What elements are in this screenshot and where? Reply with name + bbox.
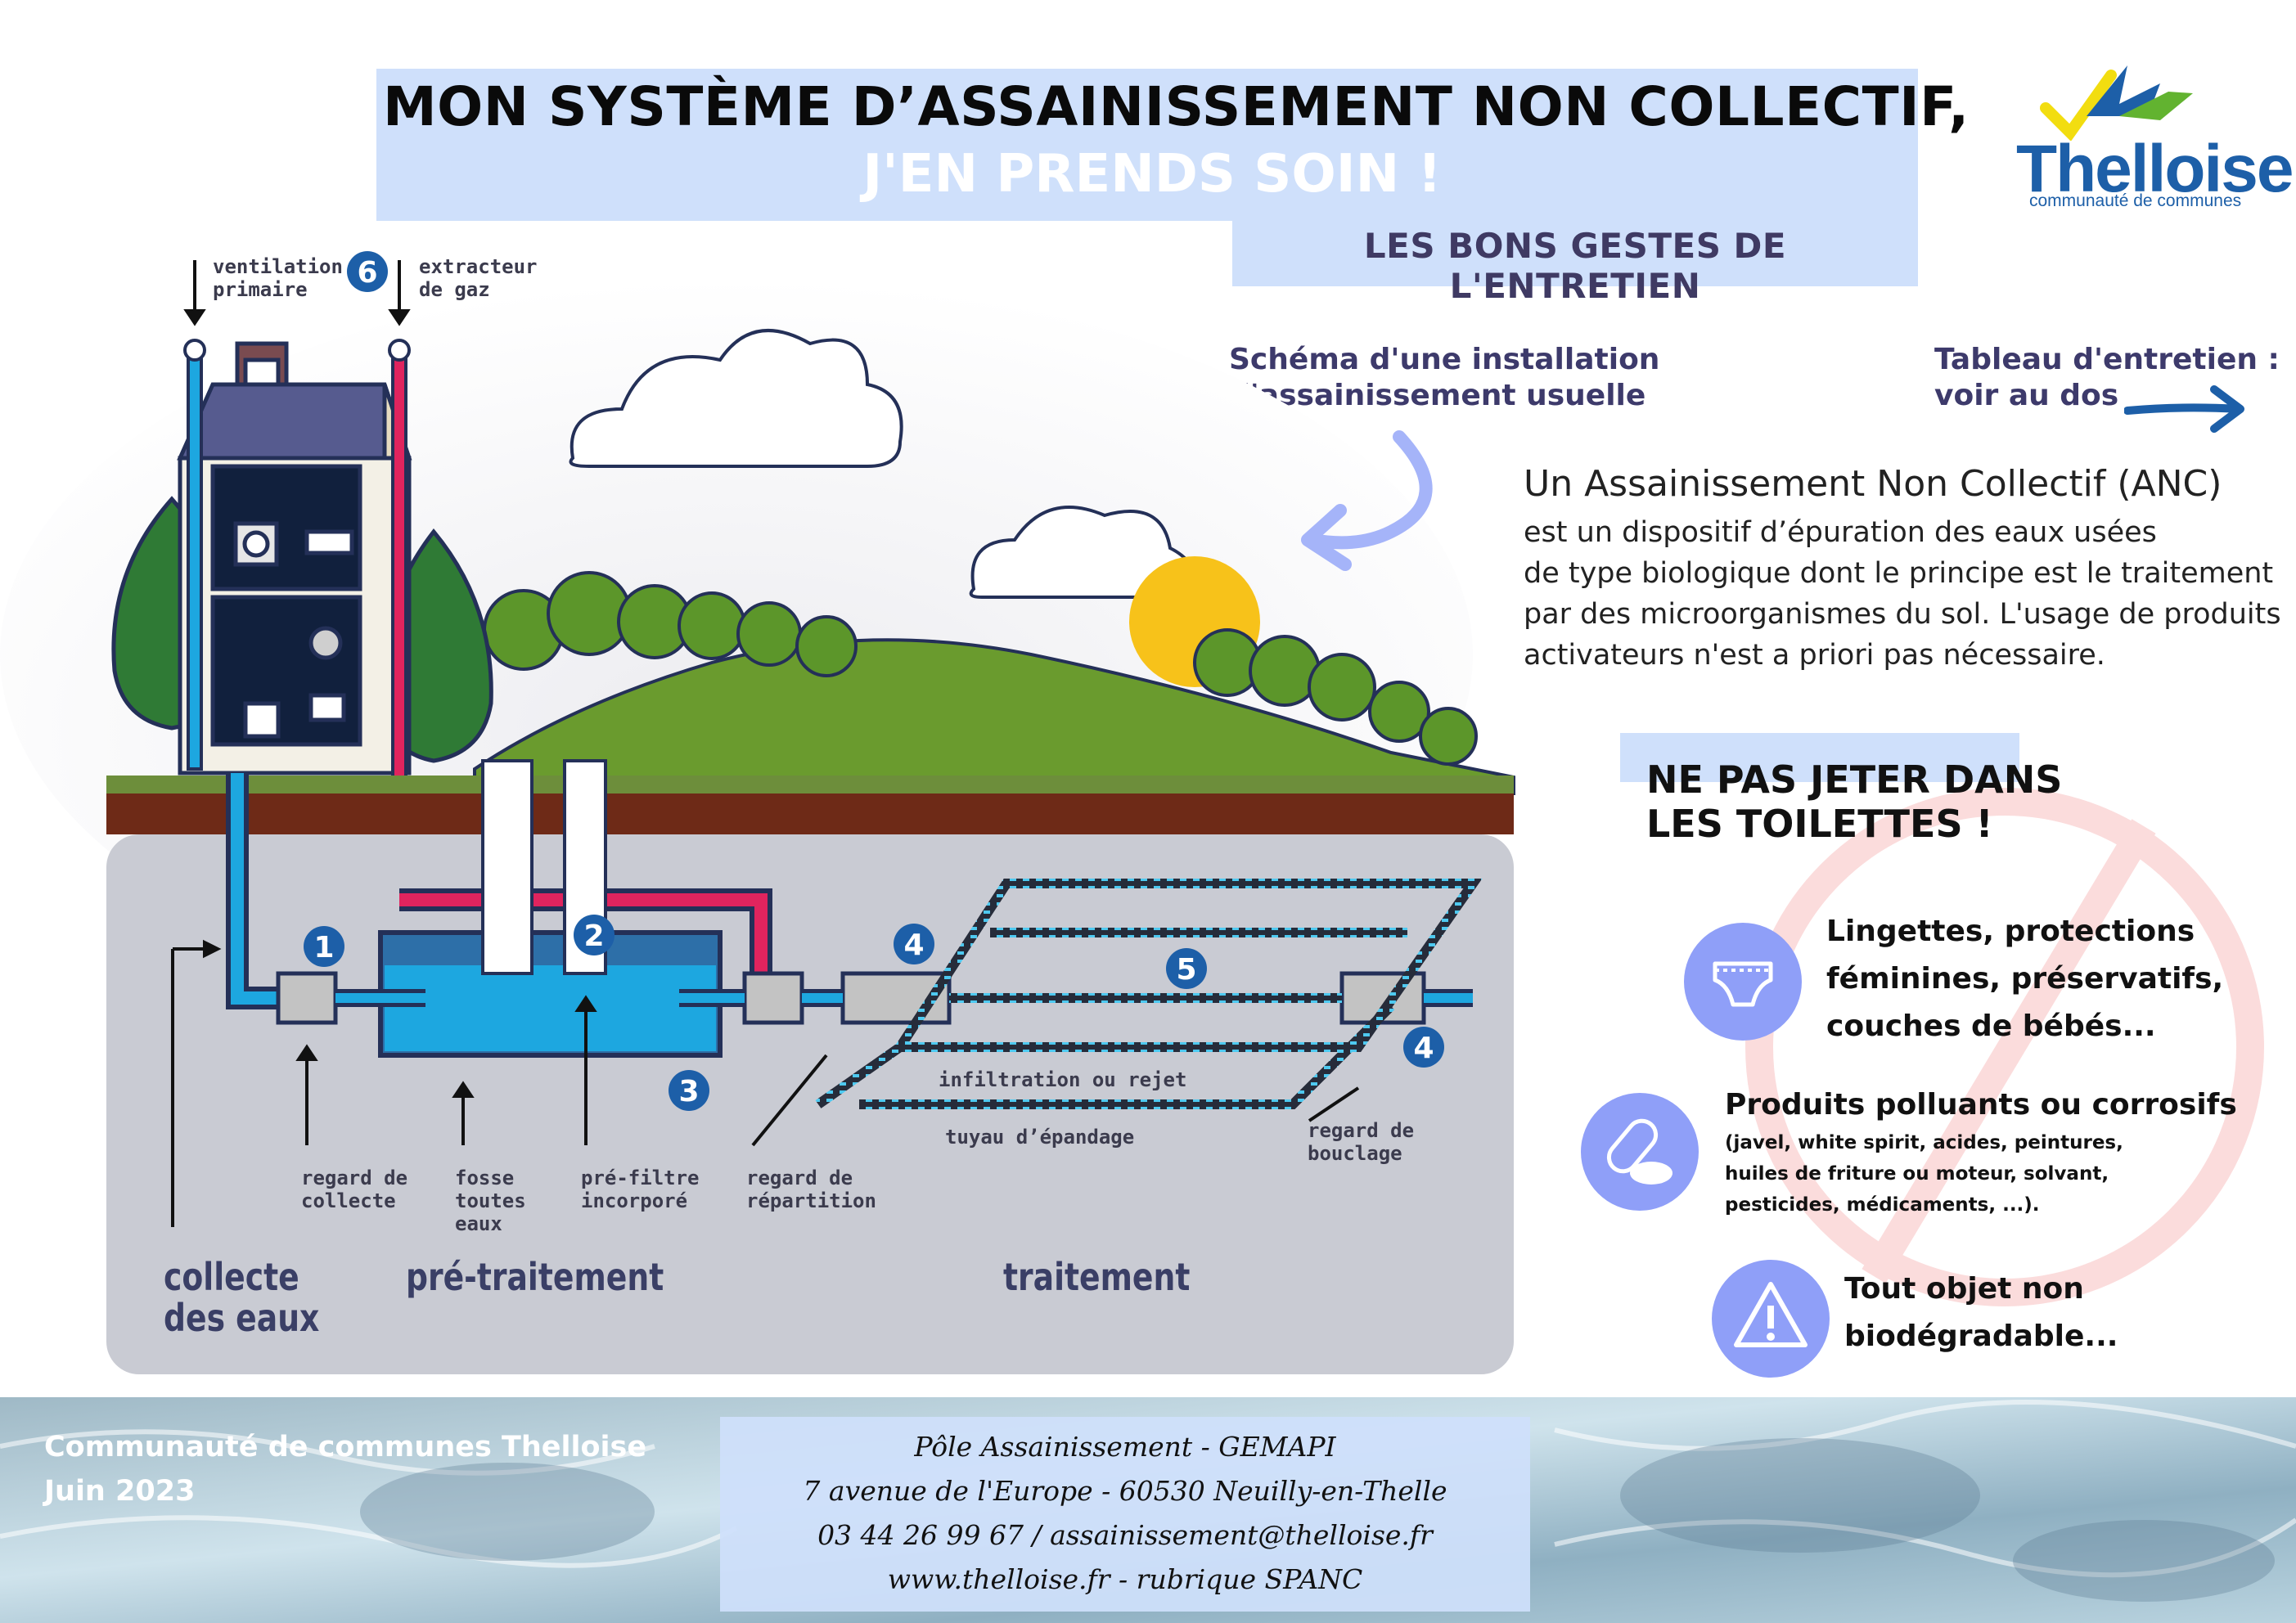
stage-traitement: traitement bbox=[1003, 1255, 1191, 1299]
label-infiltration: infiltration ou rejet bbox=[939, 1068, 1187, 1091]
item-produits-detail: (javel, white spirit, acides, peintures,… bbox=[1725, 1132, 2123, 1216]
item-produits-title: Produits polluants ou corrosifs bbox=[1725, 1088, 2237, 1122]
footer-organization: Communauté de communes Thelloise Juin 20… bbox=[44, 1431, 647, 1508]
page-title: MON SYSTÈME D’ASSAINISSEMENT NON COLLECT… bbox=[383, 75, 1970, 138]
stage-pretraitement: pré-traitement bbox=[406, 1255, 664, 1299]
diaper-icon bbox=[1684, 923, 1802, 1041]
svg-text:4: 4 bbox=[1413, 1032, 1434, 1065]
tableau-note: Tableau d'entretien : voir au dos bbox=[1934, 343, 2280, 412]
label-tuyau: tuyau d’épandage bbox=[945, 1126, 1135, 1149]
contact-panel bbox=[720, 1417, 1530, 1612]
svg-text:3: 3 bbox=[678, 1075, 699, 1108]
svg-text:2: 2 bbox=[583, 919, 604, 953]
warning-triangle-icon bbox=[1712, 1260, 1830, 1378]
warning-banner bbox=[1620, 733, 2019, 782]
svg-text:5: 5 bbox=[1176, 953, 1196, 987]
arrow-right-icon bbox=[2124, 385, 2244, 433]
item-lingettes: Lingettes, protections féminines, préser… bbox=[1826, 915, 2224, 1043]
anc-description: est un dispositif d’épuration des eaux u… bbox=[1524, 516, 2281, 672]
logo-text: Thelloise bbox=[2016, 132, 2294, 206]
anc-title: Un Assainissement Non Collectif (ANC) bbox=[1524, 463, 2222, 505]
diagram-heading: Schéma d'une installation d'assainisseme… bbox=[1229, 343, 1660, 412]
curved-arrow-icon bbox=[1301, 430, 1433, 571]
title-banner bbox=[376, 69, 1918, 221]
contact-info: Pôle Assainissement - GEMAPI 7 avenue de… bbox=[803, 1431, 1447, 1595]
logo-mark-icon bbox=[2040, 65, 2193, 141]
page-title-line2: J'EN PRENDS SOIN ! bbox=[862, 144, 1442, 205]
pills-icon bbox=[1581, 1093, 1699, 1211]
svg-text:6: 6 bbox=[357, 256, 377, 290]
svg-text:1: 1 bbox=[313, 931, 334, 964]
warning-title: NE PAS JETER DANS LES TOILETTES ! bbox=[1646, 758, 2063, 846]
item-objet: Tout objet non biodégradable... bbox=[1844, 1272, 2118, 1353]
subtitle-banner bbox=[1232, 221, 1918, 286]
forbidden-sign-icon bbox=[1745, 788, 2264, 1306]
svg-text:4: 4 bbox=[903, 928, 924, 962]
logo-subtext: communauté de communes bbox=[2029, 191, 2242, 210]
installation-diagram: 1 2 3 4 4 5 6 bbox=[0, 251, 1515, 1374]
page-subtitle: LES BONS GESTES DE L'ENTRETIEN bbox=[1363, 226, 1787, 306]
